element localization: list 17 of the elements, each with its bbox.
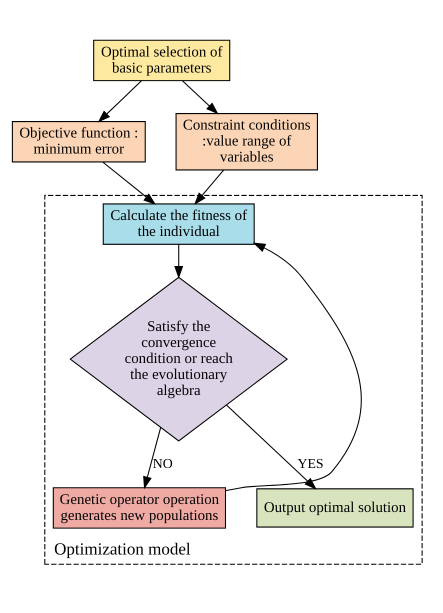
arrow [226, 242, 362, 492]
arrow [194, 170, 224, 206]
node-box: Calculate the fitness of the individual [102, 203, 255, 245]
node-box: Genetic operator operation generates new populations [52, 487, 226, 529]
arrow [98, 80, 142, 123]
arrow [102, 162, 156, 205]
node-box: Constraint conditions :value range of variables [176, 113, 318, 170]
edge-label: YES [297, 456, 324, 471]
node-box: Objective function : minimum error [12, 121, 146, 162]
arrow [226, 404, 317, 490]
node-box: Output optimal solution [256, 488, 414, 528]
arrow [182, 80, 219, 114]
node-box: Optimal selection of basic parameters [93, 40, 230, 82]
arrow [174, 244, 184, 279]
arrow [143, 427, 162, 490]
node-diamond: Satisfy the convergence condition or reach the evolutionary algebra [69, 276, 288, 442]
edge-label: NO [152, 456, 173, 471]
